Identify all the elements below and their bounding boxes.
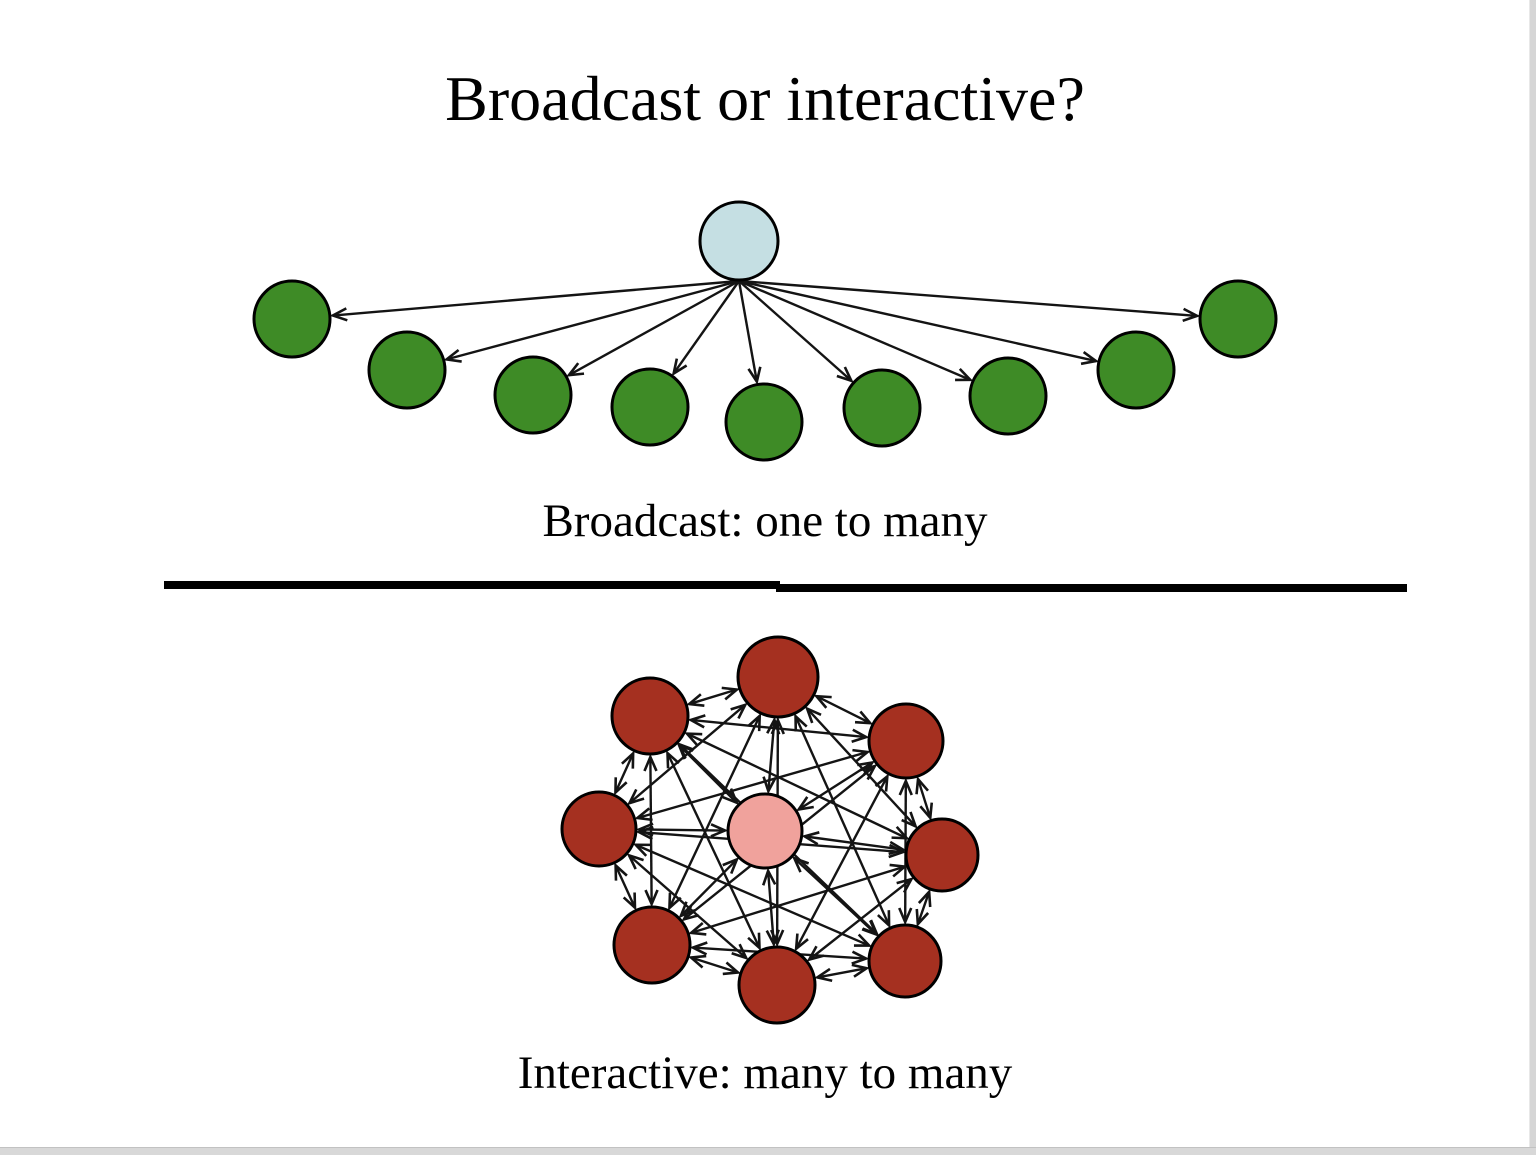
broadcast-arrow	[738, 279, 1201, 323]
interactive-edge	[915, 888, 932, 928]
broadcast-arrow	[329, 279, 740, 322]
broadcast-arrow	[738, 280, 854, 383]
peer-node	[612, 905, 692, 985]
receiver-node	[724, 382, 804, 462]
receiver-node	[968, 356, 1048, 436]
broadcaster-node	[698, 200, 780, 282]
broadcast-arrow	[443, 279, 740, 363]
divider-line-left	[164, 581, 780, 589]
receiver-node	[842, 368, 922, 448]
broadcast-arrow	[738, 279, 974, 382]
receiver-node	[252, 279, 332, 359]
receiver-node	[1198, 279, 1278, 359]
divider-line-right	[776, 584, 1407, 592]
interactive-edge	[614, 750, 635, 796]
interactive-edge	[814, 963, 870, 983]
receiver-node	[1096, 330, 1176, 410]
window-edge-right	[1529, 0, 1536, 1155]
interactive-edge	[678, 857, 740, 919]
interactive-caption: Interactive: many to many	[517, 1047, 1013, 1099]
interactive-network	[560, 635, 980, 1025]
peer-node	[904, 817, 980, 893]
interactive-edge	[686, 686, 741, 708]
broadcast-arrow	[737, 280, 762, 385]
receiver-node	[493, 355, 573, 435]
peer-node	[610, 676, 690, 756]
window-edge-bottom	[0, 1147, 1536, 1155]
center-node	[726, 792, 804, 870]
receiver-node	[367, 330, 447, 410]
interactive-edge	[676, 742, 740, 806]
peer-node	[560, 790, 638, 868]
interactive-edge	[915, 775, 934, 821]
slide-title: Broadcast or interactive?	[445, 63, 1085, 134]
peer-node	[737, 945, 817, 1025]
broadcast-arrow	[738, 279, 1100, 366]
interactive-edge	[813, 694, 874, 725]
broadcast-arrow	[671, 280, 740, 377]
peer-node	[867, 923, 943, 999]
interactive-edge	[688, 863, 908, 936]
peer-node	[736, 635, 820, 719]
interactive-edge	[791, 855, 879, 937]
broadcast-caption: Broadcast: one to many	[542, 495, 988, 547]
interactive-edge	[614, 862, 637, 911]
interactive-edge	[687, 954, 742, 976]
interactive-edge	[761, 867, 780, 948]
broadcast-arrow	[565, 279, 740, 377]
broadcast-network	[252, 200, 1278, 462]
interactive-edge	[635, 822, 729, 838]
peer-node	[867, 702, 945, 780]
receiver-node	[610, 367, 690, 447]
